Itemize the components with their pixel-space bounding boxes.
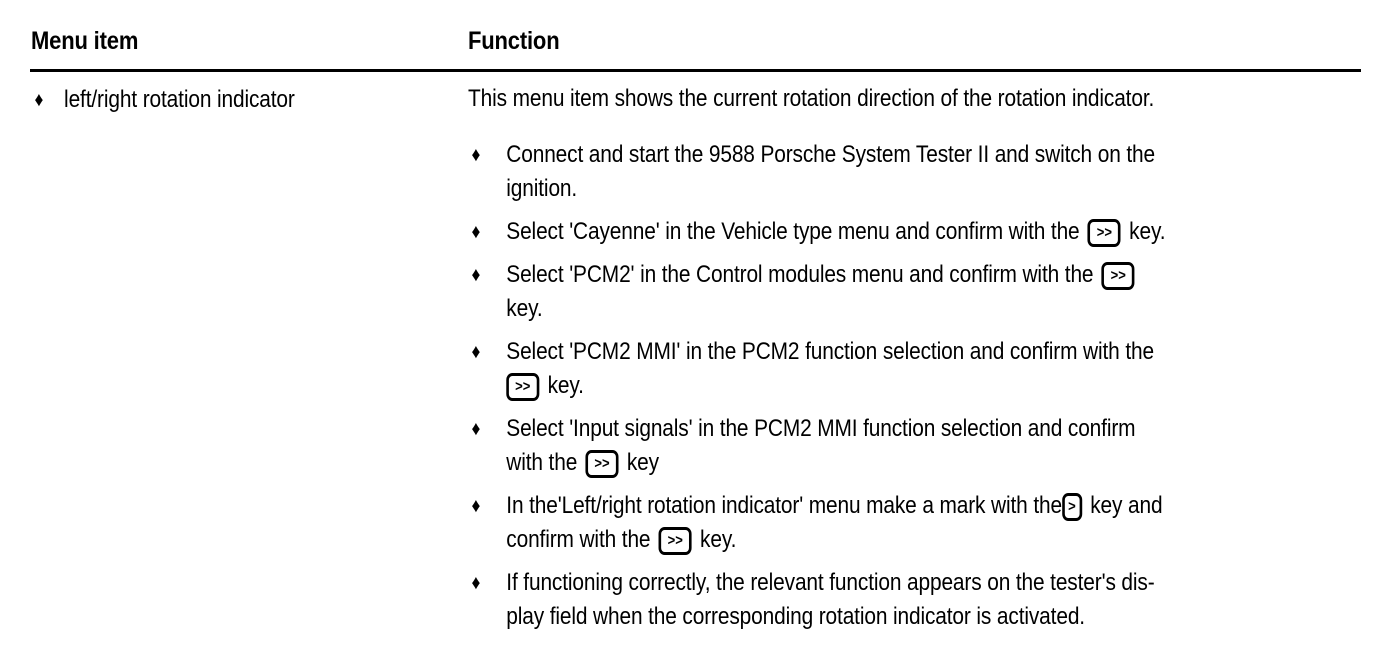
procedure-step-list: ♦ Connect and start the 9588 Porsche Syst… <box>468 138 1368 634</box>
list-item: ♦ Select 'Input signals' in the PCM2 MMI … <box>468 412 1368 480</box>
diamond-bullet-icon: ♦ <box>34 89 44 111</box>
list-item: ♦ Select 'PCM2 MMI' in the PCM2 function … <box>468 335 1368 403</box>
menu-item-column: ♦ left/right rotation indicator <box>31 80 451 117</box>
tester-key-forward: > <box>1061 493 1082 521</box>
menu-item-entry-label: left/right rotation indicator <box>64 86 295 113</box>
diamond-bullet-icon: ♦ <box>471 418 481 440</box>
column-header-function: Function <box>468 27 560 55</box>
column-header-menu-item: Menu item <box>31 27 139 55</box>
step-text-line: Connect and start the 9588 Porsche Syste… <box>506 141 1155 168</box>
menu-item-entry: ♦ left/right rotation indicator <box>31 83 484 117</box>
diamond-bullet-icon: ♦ <box>471 572 481 594</box>
tester-key-confirm: >> <box>506 373 540 401</box>
step-text-line: play field when the corresponding rotati… <box>506 603 1085 630</box>
step-text-line: confirm with the >> key. <box>506 526 737 555</box>
step-text-line: Select 'PCM2' in the Control modules men… <box>506 258 1368 292</box>
list-item: ♦ Connect and start the 9588 Porsche Syst… <box>468 138 1368 206</box>
step-text-line: ignition. <box>506 175 578 202</box>
header-divider-rule <box>30 69 1361 72</box>
diamond-bullet-icon: ♦ <box>471 264 481 286</box>
diamond-bullet-icon: ♦ <box>471 144 481 166</box>
step-text-line: with the >> key <box>506 449 659 478</box>
step-text-line: Select 'Input signals' in the PCM2 MMI f… <box>506 415 1136 442</box>
tester-key-confirm: >> <box>1101 262 1135 290</box>
tester-key-confirm: >> <box>1087 219 1121 247</box>
diamond-bullet-icon: ♦ <box>471 221 481 243</box>
list-item: ♦ If functioning correctly, the relevant … <box>468 566 1368 634</box>
tester-key-confirm: >> <box>585 450 619 478</box>
tester-key-confirm: >> <box>658 527 692 555</box>
step-text-line: >> key. <box>506 369 1368 403</box>
step-text-line: key. <box>506 295 543 322</box>
diamond-bullet-icon: ♦ <box>471 341 481 363</box>
step-text-line: Select 'Cayenne' in the Vehicle type men… <box>506 218 1166 247</box>
list-item: ♦ Select 'PCM2' in the Control modules me… <box>468 258 1368 326</box>
table-header-row: Menu item Function <box>0 26 1392 66</box>
function-description: This menu item shows the current rotatio… <box>468 85 1155 112</box>
list-item: ♦ Select 'Cayenne' in the Vehicle type me… <box>468 215 1368 249</box>
list-item: ♦ In the'Left/right rotation indicator' m… <box>468 489 1368 557</box>
step-text-line: If functioning correctly, the relevant f… <box>506 569 1155 596</box>
step-text-line: Select 'PCM2 MMI' in the PCM2 function s… <box>506 338 1154 365</box>
function-column: This menu item shows the current rotatio… <box>468 80 1368 643</box>
step-text-line: In the'Left/right rotation indicator' me… <box>506 492 1163 521</box>
diamond-bullet-icon: ♦ <box>471 495 481 517</box>
